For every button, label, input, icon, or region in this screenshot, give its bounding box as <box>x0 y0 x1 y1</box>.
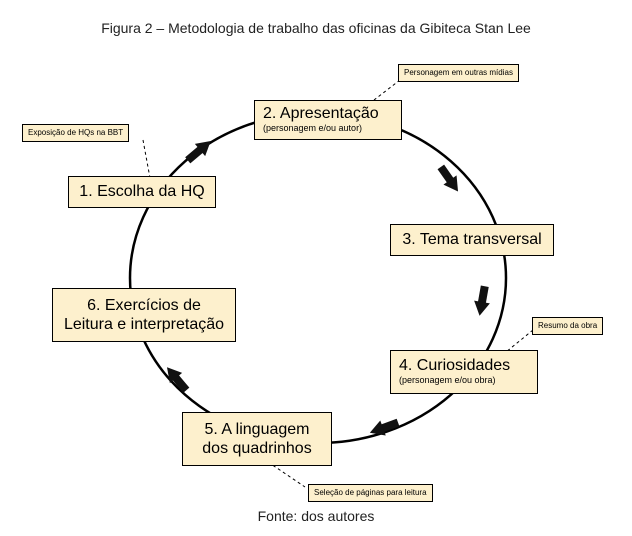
step-6-box: 6. Exercícios de Leitura e interpretação <box>52 288 236 342</box>
note-connector-step1 <box>142 139 151 179</box>
step-1-box: 1. Escolha da HQ <box>68 176 216 208</box>
flow-arrow-3-to-4 <box>474 285 490 316</box>
step-4-sublabel: (personagem e/ou obra) <box>399 375 496 385</box>
flow-arrow-1-to-2 <box>185 141 211 164</box>
step-3-label: 3. Tema transversal <box>402 231 542 248</box>
step-2-sublabel: (personagem e/ou autor) <box>263 123 363 133</box>
note-step-4: Resumo da obra <box>532 317 604 335</box>
figure-title: Figura 2 – Metodologia de trabalho das o… <box>101 20 531 36</box>
step-2-label: 2. Apresentação <box>263 105 379 122</box>
step-4-box: 4. Curiosidades (personagem e/ou obra) <box>390 350 538 394</box>
flow-arrow-2-to-3 <box>437 164 459 192</box>
step-5-label-line1: 5. A linguagem <box>204 421 310 438</box>
step-6-label-line1: 6. Exercícios de <box>87 297 201 314</box>
note-connector-step4 <box>505 329 534 353</box>
note-connector-step2 <box>373 79 401 101</box>
note-step-5: Seleção de páginas para leitura <box>308 484 433 502</box>
figure-source: Fonte: dos autores <box>257 508 375 524</box>
note-connector-step5 <box>267 461 306 488</box>
step-5-box: 5. A linguagem dos quadrinhos <box>182 412 332 466</box>
step-1-label: 1. Escolha da HQ <box>79 183 205 200</box>
step-3-box: 3. Tema transversal <box>390 224 554 256</box>
step-2-box: 2. Apresentação (personagem e/ou autor) <box>254 100 402 140</box>
flow-arrow-5-to-6 <box>167 367 190 393</box>
note-step-1: Exposição de HQs na BBT <box>22 124 130 142</box>
step-6-label-line2: Leitura e interpretação <box>63 316 225 333</box>
step-5-label-line2: dos quadrinhos <box>202 440 312 457</box>
step-4-label: 4. Curiosidades <box>399 357 511 374</box>
flow-arrow-4-to-5 <box>369 418 400 436</box>
note-step-2: Personagem em outras mídias <box>398 64 519 82</box>
